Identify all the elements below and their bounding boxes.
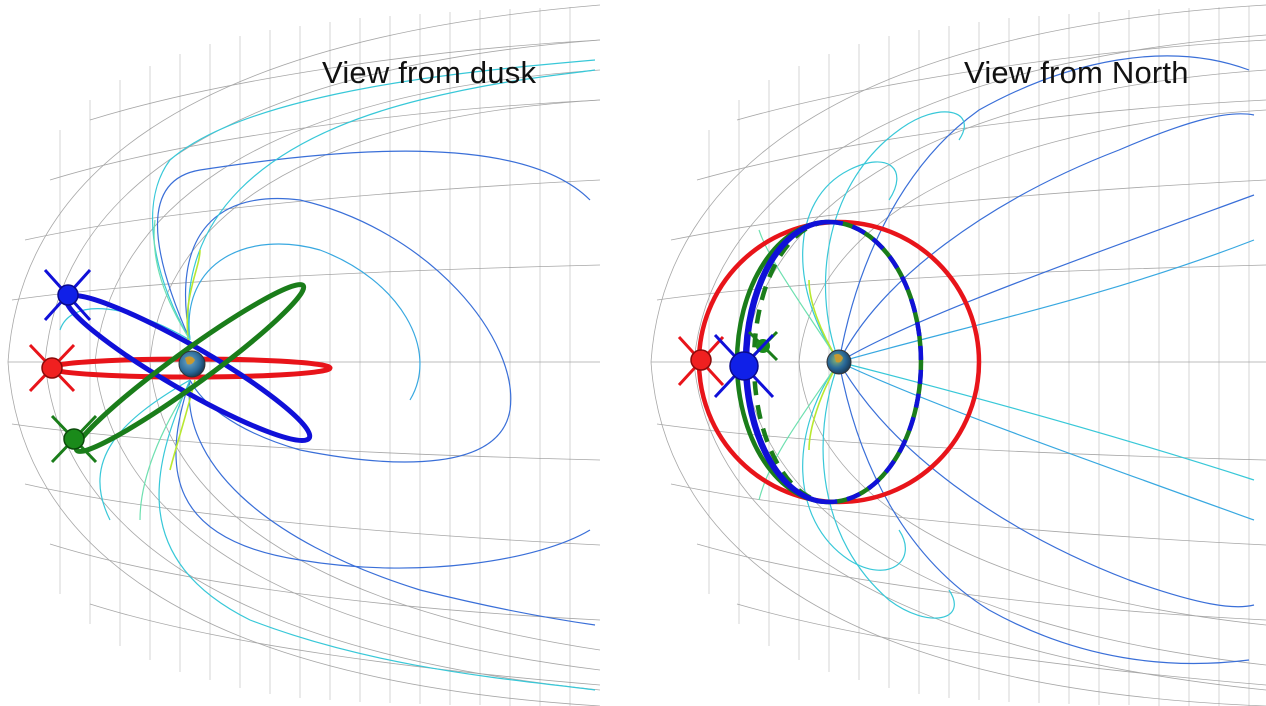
field-lines-dusk xyxy=(59,59,596,691)
spacecraft-red xyxy=(28,343,76,393)
spacecraft-blue xyxy=(713,333,775,399)
orbit-blue-dashed xyxy=(828,219,924,505)
grid-verticals-left xyxy=(59,7,571,706)
field-lines-north xyxy=(758,55,1255,665)
magnetosphere-dusk-diagram xyxy=(7,4,600,706)
earth xyxy=(178,350,206,378)
panel-view-from-north: View from North xyxy=(649,0,1266,706)
spacecraft-green xyxy=(50,414,98,464)
magnetosphere-north-diagram xyxy=(650,4,1266,706)
orbit-green xyxy=(73,282,307,454)
spacecraft-red xyxy=(677,335,725,387)
panel-title-north: View from North xyxy=(964,55,1189,90)
earth xyxy=(826,349,852,375)
grid-verticals-right xyxy=(708,6,1250,706)
spacecraft-blue xyxy=(43,268,92,322)
panel-title-dusk: View from dusk xyxy=(322,55,537,90)
magnetopause-grid xyxy=(7,4,600,706)
panel-view-from-dusk: View from dusk xyxy=(0,0,600,706)
